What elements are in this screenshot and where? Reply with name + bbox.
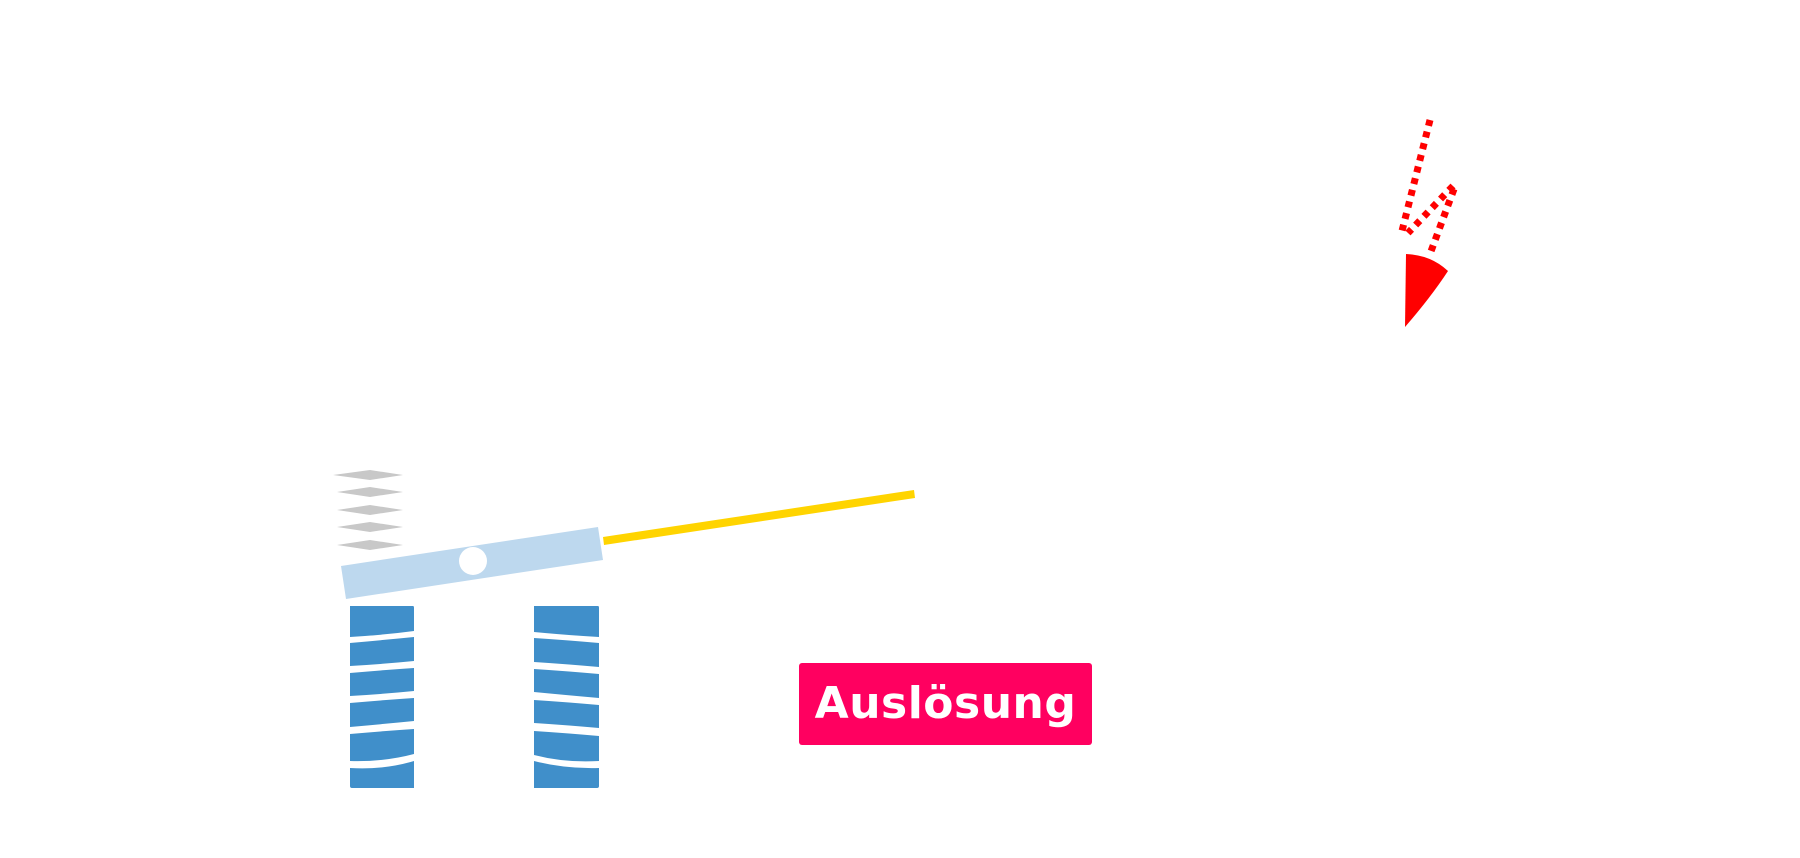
vibration-line-1 xyxy=(333,470,403,480)
vibration-line-2 xyxy=(337,487,403,497)
pivot-circle-icon xyxy=(459,547,487,575)
motion-trail xyxy=(1398,119,1458,256)
trigger-button[interactable]: Auslösung xyxy=(799,663,1092,745)
vibration-line-4 xyxy=(337,522,403,532)
projectile-body xyxy=(1405,254,1448,327)
left-spring xyxy=(350,606,414,788)
right-spring xyxy=(534,606,599,788)
vibration-lines-icon xyxy=(333,470,403,550)
projectile-icon xyxy=(1398,119,1458,327)
rod xyxy=(603,490,915,545)
vibration-line-5 xyxy=(337,540,403,550)
vibration-line-3 xyxy=(337,505,403,515)
